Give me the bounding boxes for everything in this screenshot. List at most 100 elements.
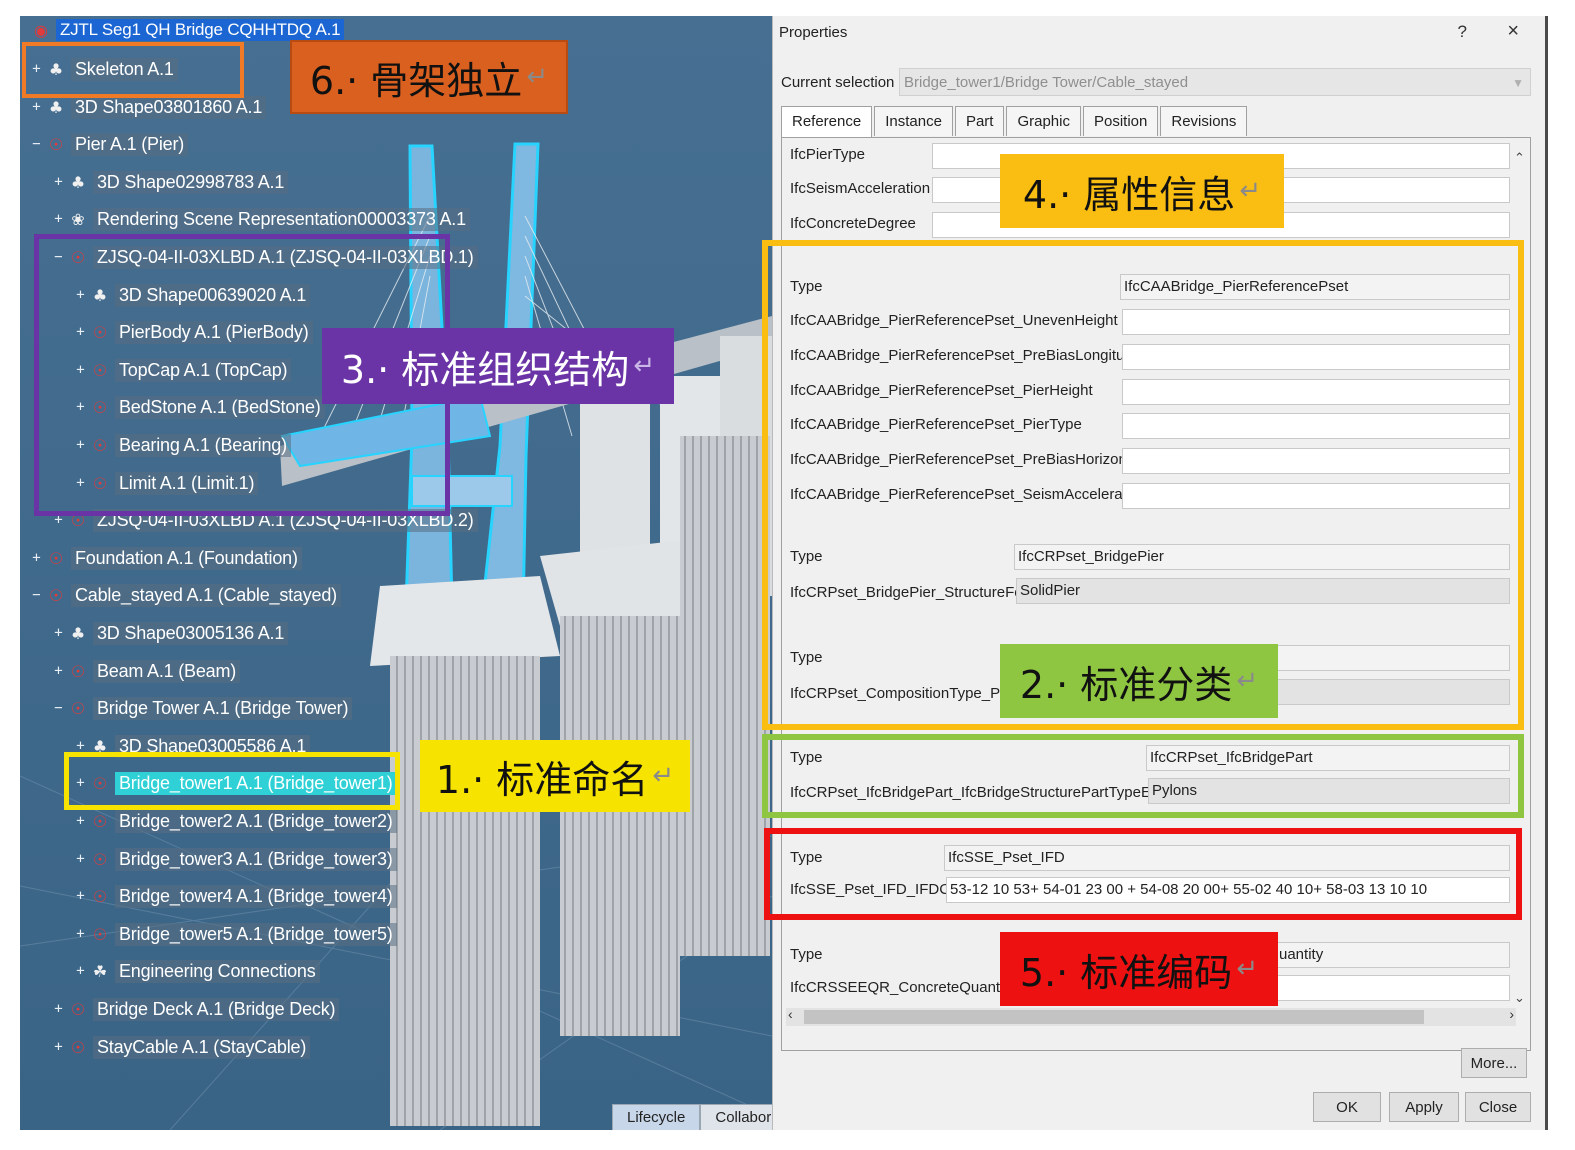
tree-node[interactable]: +☉Beam A.1 (Beam) xyxy=(52,656,241,686)
tree-node[interactable]: +☉Bridge_tower1 A.1 (Bridge_tower1) xyxy=(74,768,397,798)
tree-node[interactable]: +♣Skeleton A.1 xyxy=(30,54,178,84)
more-button[interactable]: More... xyxy=(1461,1048,1527,1078)
collapse-icon[interactable]: − xyxy=(54,699,63,716)
expand-icon[interactable]: + xyxy=(76,812,85,829)
expand-icon[interactable]: + xyxy=(32,60,41,77)
prop-field[interactable]: IfcSSE_Pset_IFD xyxy=(944,845,1510,871)
tree-root[interactable]: ◉ ZJTL Seg1 QH Bridge CQHHTDQ A.1 xyxy=(30,16,345,44)
tab-part[interactable]: Part xyxy=(954,106,1005,136)
ok-button[interactable]: OK xyxy=(1313,1092,1381,1122)
product-icon: ☉ xyxy=(92,473,108,493)
prop-field[interactable]: SolidPier xyxy=(1016,578,1510,604)
product-icon: ☉ xyxy=(70,661,86,681)
expand-icon[interactable]: + xyxy=(76,774,85,791)
tree-node-label: 3D Shape03801860 A.1 xyxy=(71,95,267,119)
tree-node[interactable]: +☉Bridge Deck A.1 (Bridge Deck) xyxy=(52,994,340,1024)
scroll-right-icon[interactable]: › xyxy=(1509,1006,1514,1022)
chevron-down-icon[interactable]: ▼ xyxy=(1512,76,1524,90)
expand-icon[interactable]: + xyxy=(32,549,41,566)
tree-node[interactable]: +☉TopCap A.1 (TopCap) xyxy=(74,355,292,385)
tree-node[interactable]: +☉Foundation A.1 (Foundation) xyxy=(30,543,302,573)
prop-label: IfcCRPset_CompositionType_Pred xyxy=(790,685,1022,702)
tree-node[interactable]: +♣3D Shape00639020 A.1 xyxy=(74,280,311,310)
tree-node[interactable]: +♣3D Shape03801860 A.1 xyxy=(30,92,267,122)
expand-icon[interactable]: + xyxy=(76,286,85,303)
expand-icon[interactable]: + xyxy=(76,474,85,491)
tree-node[interactable]: −☉Pier A.1 (Pier) xyxy=(30,129,189,159)
tree-node[interactable]: −☉Bridge Tower A.1 (Bridge Tower) xyxy=(52,693,353,723)
expand-icon[interactable]: + xyxy=(54,210,63,227)
tree-node[interactable]: −☉Cable_stayed A.1 (Cable_stayed) xyxy=(30,580,341,610)
scrollbar-thumb[interactable] xyxy=(804,1010,1424,1024)
close-icon[interactable]: × xyxy=(1507,20,1519,42)
expand-icon[interactable]: + xyxy=(76,398,85,415)
return-mark: ↵ xyxy=(652,761,675,791)
expand-icon[interactable]: + xyxy=(54,173,63,190)
prop-field[interactable]: IfcCRPset_IfcBridgePart xyxy=(1146,745,1510,771)
expand-icon[interactable]: + xyxy=(32,98,41,115)
expand-icon[interactable]: + xyxy=(76,925,85,942)
tab-position[interactable]: Position xyxy=(1082,106,1159,136)
tree-node[interactable]: +❀Rendering Scene Representation00003373… xyxy=(52,204,470,234)
expand-icon[interactable]: + xyxy=(76,962,85,979)
expand-icon[interactable]: + xyxy=(76,436,85,453)
tree-node-label: 3D Shape00639020 A.1 xyxy=(115,283,311,307)
expand-icon[interactable]: + xyxy=(76,323,85,340)
tree-node[interactable]: +♣3D Shape03005586 A.1 xyxy=(74,731,311,761)
expand-icon[interactable]: + xyxy=(76,361,85,378)
scroll-up-icon[interactable]: ⌃ xyxy=(1514,150,1525,165)
prop-label: IfcCRPset_BridgePier_StructureForm xyxy=(790,584,1041,601)
prop-field[interactable] xyxy=(1122,448,1510,474)
tree-node[interactable]: −☉ZJSQ-04-II-03XLBD A.1 (ZJSQ-04-II-03XL… xyxy=(52,242,478,272)
expand-icon[interactable]: + xyxy=(54,1000,63,1017)
tree-node[interactable]: +☉BedStone A.1 (BedStone) xyxy=(74,392,325,422)
collapse-icon[interactable]: − xyxy=(32,135,41,152)
expand-icon[interactable]: + xyxy=(76,850,85,867)
current-selection-field[interactable]: Bridge_tower1/Bridge Tower/Cable_stayed … xyxy=(899,68,1531,96)
tree-node[interactable]: +☉Bridge_tower2 A.1 (Bridge_tower2) xyxy=(74,806,397,836)
tree-node[interactable]: +♣3D Shape03005136 A.1 xyxy=(52,618,289,648)
prop-field[interactable]: 53-12 10 53+ 54-01 23 00 + 54-08 20 00+ … xyxy=(946,877,1510,903)
3d-viewport[interactable]: ◉ ZJTL Seg1 QH Bridge CQHHTDQ A.1 +♣Skel… xyxy=(20,16,772,1130)
prop-field[interactable] xyxy=(1122,379,1510,405)
scroll-left-icon[interactable]: ‹ xyxy=(788,1006,793,1022)
horizontal-scrollbar[interactable]: ‹ › xyxy=(786,1006,1516,1026)
tab-collaboration[interactable]: Collabor xyxy=(700,1104,772,1130)
prop-field[interactable]: IfcCAABridge_PierReferencePset xyxy=(1120,274,1510,300)
prop-field[interactable]: Pylons xyxy=(1148,778,1510,804)
apply-button[interactable]: Apply xyxy=(1389,1092,1459,1122)
tab-instance[interactable]: Instance xyxy=(874,106,953,136)
collapse-icon[interactable]: − xyxy=(32,586,41,603)
tab-reference[interactable]: Reference xyxy=(781,106,873,138)
tree-node[interactable]: +☘Engineering Connections xyxy=(74,956,320,986)
tree-node[interactable]: +♣3D Shape02998783 A.1 xyxy=(52,167,289,197)
callout-text: 4.· 属性信息 xyxy=(1022,172,1236,217)
prop-field[interactable] xyxy=(1122,483,1510,509)
prop-field[interactable] xyxy=(1122,413,1510,439)
prop-field[interactable]: IfcCRPset_BridgePier xyxy=(1014,544,1510,570)
tab-lifecycle[interactable]: Lifecycle xyxy=(612,1104,701,1130)
callout-text: 3.· 标准组织结构 xyxy=(340,347,630,392)
tree-node[interactable]: +☉Bridge_tower5 A.1 (Bridge_tower5) xyxy=(74,919,397,949)
tree-node[interactable]: +☉Bridge_tower3 A.1 (Bridge_tower3) xyxy=(74,844,397,874)
help-icon[interactable]: ? xyxy=(1457,22,1467,41)
expand-icon[interactable]: + xyxy=(54,511,63,528)
prop-field[interactable] xyxy=(1122,309,1510,335)
collapse-icon[interactable]: − xyxy=(54,248,63,265)
expand-icon[interactable]: + xyxy=(54,662,63,679)
scroll-down-icon[interactable]: ⌄ xyxy=(1514,990,1525,1005)
prop-field[interactable] xyxy=(1122,344,1510,370)
tree-node[interactable]: +☉PierBody A.1 (PierBody) xyxy=(74,317,313,347)
close-button[interactable]: Close xyxy=(1465,1092,1531,1122)
prop-label: IfcCAABridge_PierReferencePset_PierType xyxy=(790,416,1082,433)
expand-icon[interactable]: + xyxy=(54,624,63,641)
expand-icon[interactable]: + xyxy=(54,1038,63,1055)
tree-node[interactable]: +☉Bearing A.1 (Bearing) xyxy=(74,430,291,460)
expand-icon[interactable]: + xyxy=(76,737,85,754)
tree-node[interactable]: +☉Limit A.1 (Limit.1) xyxy=(74,468,259,498)
tree-node[interactable]: +☉StayCable A.1 (StayCable) xyxy=(52,1032,311,1062)
tree-node[interactable]: +☉Bridge_tower4 A.1 (Bridge_tower4) xyxy=(74,881,397,911)
tab-graphic[interactable]: Graphic xyxy=(1006,106,1081,136)
expand-icon[interactable]: + xyxy=(76,887,85,904)
tab-revisions[interactable]: Revisions xyxy=(1160,106,1248,136)
